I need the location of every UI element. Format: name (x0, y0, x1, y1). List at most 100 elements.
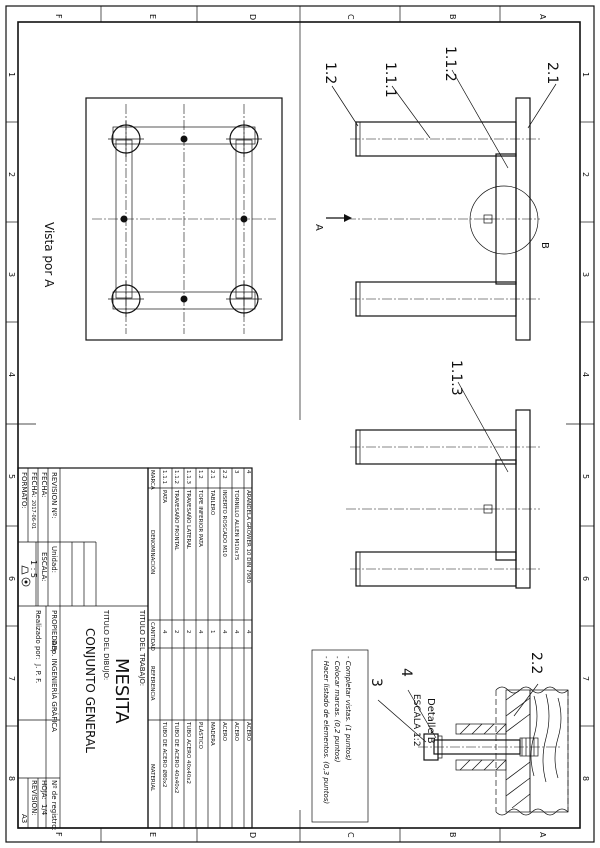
parts-cell-qty: 4 (221, 630, 227, 634)
balloon-1-1-3: 1.1.3 (448, 360, 464, 396)
escala-label: ESCALA: (40, 552, 48, 582)
parts-cell-name: TRAVESAÑO FRONTAL (173, 489, 180, 551)
zone-number-left: 8 (7, 776, 16, 781)
parts-cell-mark: 1.1.2 (173, 470, 179, 484)
zone-number-left: 2 (7, 172, 16, 177)
detail-circle (469, 185, 539, 255)
view-arrow-a: A (313, 214, 352, 231)
front-view: B (346, 97, 550, 341)
balloon-1-1-1: 1.1.1 (382, 62, 398, 98)
parts-cell-mark: 2.1 (209, 470, 215, 479)
balloon-2-2: 2.2 (528, 652, 544, 674)
note-line: - Completar vistas. (1 puntos) (344, 656, 352, 761)
parts-cell-qty: 4 (245, 630, 251, 634)
fecha1-label: FECHA: (40, 472, 48, 498)
zone-letter-bottom: D (248, 832, 257, 838)
zone-number-left: 4 (7, 372, 16, 377)
detail-scale: ESCALA 1:2 (411, 694, 421, 747)
side-view (346, 409, 540, 589)
zone-number-right: 3 (581, 272, 590, 277)
parts-cell-qty: 4 (197, 630, 203, 634)
arrow-label: A (313, 224, 324, 231)
parts-cell-mark: 1.1.1 (161, 470, 167, 484)
balloon-2-1: 2.1 (544, 62, 560, 84)
zone-letter-top: B (448, 14, 457, 20)
parts-cell-material: TUBO DE ACERO Ø80x2 (161, 721, 168, 788)
header-ref: REFERENCIA (149, 666, 155, 701)
parts-cell-qty: 2 (173, 630, 179, 634)
note-line: - Hacer listado de elementos. (0,3 punto… (322, 656, 330, 804)
realizado-value: J. P. F. (34, 663, 42, 683)
parts-cell-name: TRAVESAÑO LATERAL (185, 489, 192, 550)
registro-label: Nº de registro: (50, 780, 58, 831)
zone-number-right: 4 (581, 372, 590, 377)
zone-number-left: 6 (7, 576, 16, 581)
parts-cell-mark: 4 (245, 470, 251, 474)
tabletop-outline (85, 97, 283, 341)
parts-cell-material: MADERA (209, 722, 215, 746)
zone-letter-bottom: E (148, 832, 157, 837)
work-title-label: TITULO DEL TRABAJO: (138, 609, 146, 686)
parts-cell-qty: 1 (209, 630, 215, 634)
parts-cell-name: TORNILLO ALLEN M10x75 (233, 489, 239, 561)
parts-cell-mark: 3 (233, 470, 239, 474)
frame-plate (495, 459, 517, 561)
parts-cell-name: TABLERO (209, 489, 215, 516)
fecha2-value: 2017-06-01 (30, 500, 36, 529)
parts-cell-material: PLÁSTICO (197, 722, 204, 750)
propiedad-label: PROPIEDAD: (50, 610, 58, 653)
revision2-label: REVISION: (30, 780, 38, 816)
parts-cell-material: TUBO ACERO 40x40x2 (185, 721, 191, 784)
zone-letter-bottom: C (346, 832, 355, 838)
title-block-text: TITULO DEL TRABAJO: MESITA TITULO DEL DI… (20, 472, 146, 831)
zone-number-left: 7 (7, 676, 16, 681)
realizado-label: Realizado por: (34, 610, 42, 660)
propiedad-value: Dep. INGENIERÍA GRÁFICA (50, 640, 59, 732)
inner-border (17, 21, 581, 829)
zone-letter-top: F (54, 14, 63, 19)
drawing-title-label: TITULO DEL DIBUJO: (102, 609, 110, 680)
parts-cell-name: INSERTO ROSCADO M10 (221, 490, 227, 557)
header-mark: MARCA (149, 470, 155, 490)
parts-cell-mark: 1.1.3 (185, 470, 191, 484)
work-title: MESITA (111, 658, 132, 724)
hoja-label: HOJA: (40, 780, 48, 800)
zone-letter-top: A (538, 14, 547, 20)
header-name: DENOMINACIÓN (149, 530, 156, 574)
projection-symbol-icon (21, 565, 31, 587)
balloon-1-2: 1.2 (322, 62, 338, 84)
zone-number-left: 3 (7, 272, 16, 277)
zone-number-right: 6 (581, 576, 590, 581)
header-material: MATERIAL (149, 764, 155, 792)
revision-label: REVISION Nº: (50, 472, 58, 519)
parts-cell-material: ACERO (233, 722, 239, 742)
unidad-label: Unidad: (50, 546, 58, 573)
parts-cell-qty: 4 (233, 630, 239, 634)
note-line: - Colocar marcas. (0,2 puntos) (333, 656, 341, 763)
zone-number-right: 8 (581, 776, 590, 781)
balloon-leaders (331, 69, 557, 743)
parts-cell-material: ACERO (245, 722, 251, 742)
zone-number-left: 5 (7, 474, 16, 479)
fecha2-label: FECHA: (30, 472, 38, 498)
parts-cell-qty: 4 (161, 630, 167, 634)
zone-ticks (6, 6, 594, 842)
zone-number-left: 1 (7, 72, 16, 77)
title-block (17, 467, 149, 829)
formato-value: A3 (20, 814, 28, 823)
header-qty: CANTIDAD (149, 622, 155, 651)
detail-circle-label: B (539, 242, 550, 249)
formato-label: FORMATO: (20, 472, 28, 509)
zone-number-right: 7 (581, 676, 590, 681)
tabletop-section (515, 409, 531, 589)
zone-number-right: 1 (581, 72, 590, 77)
balloon-3: 3 (368, 678, 384, 687)
parts-cell-material: TUBO DE ACERO 40x40x2 (173, 721, 179, 793)
parts-cell-name: PATA (161, 490, 167, 503)
escala-value: 1 : 5 (29, 560, 38, 578)
zone-number-right: 2 (581, 172, 590, 177)
parts-cell-name: ARANDELA GROWER 10 DIN 7980 (245, 490, 251, 584)
